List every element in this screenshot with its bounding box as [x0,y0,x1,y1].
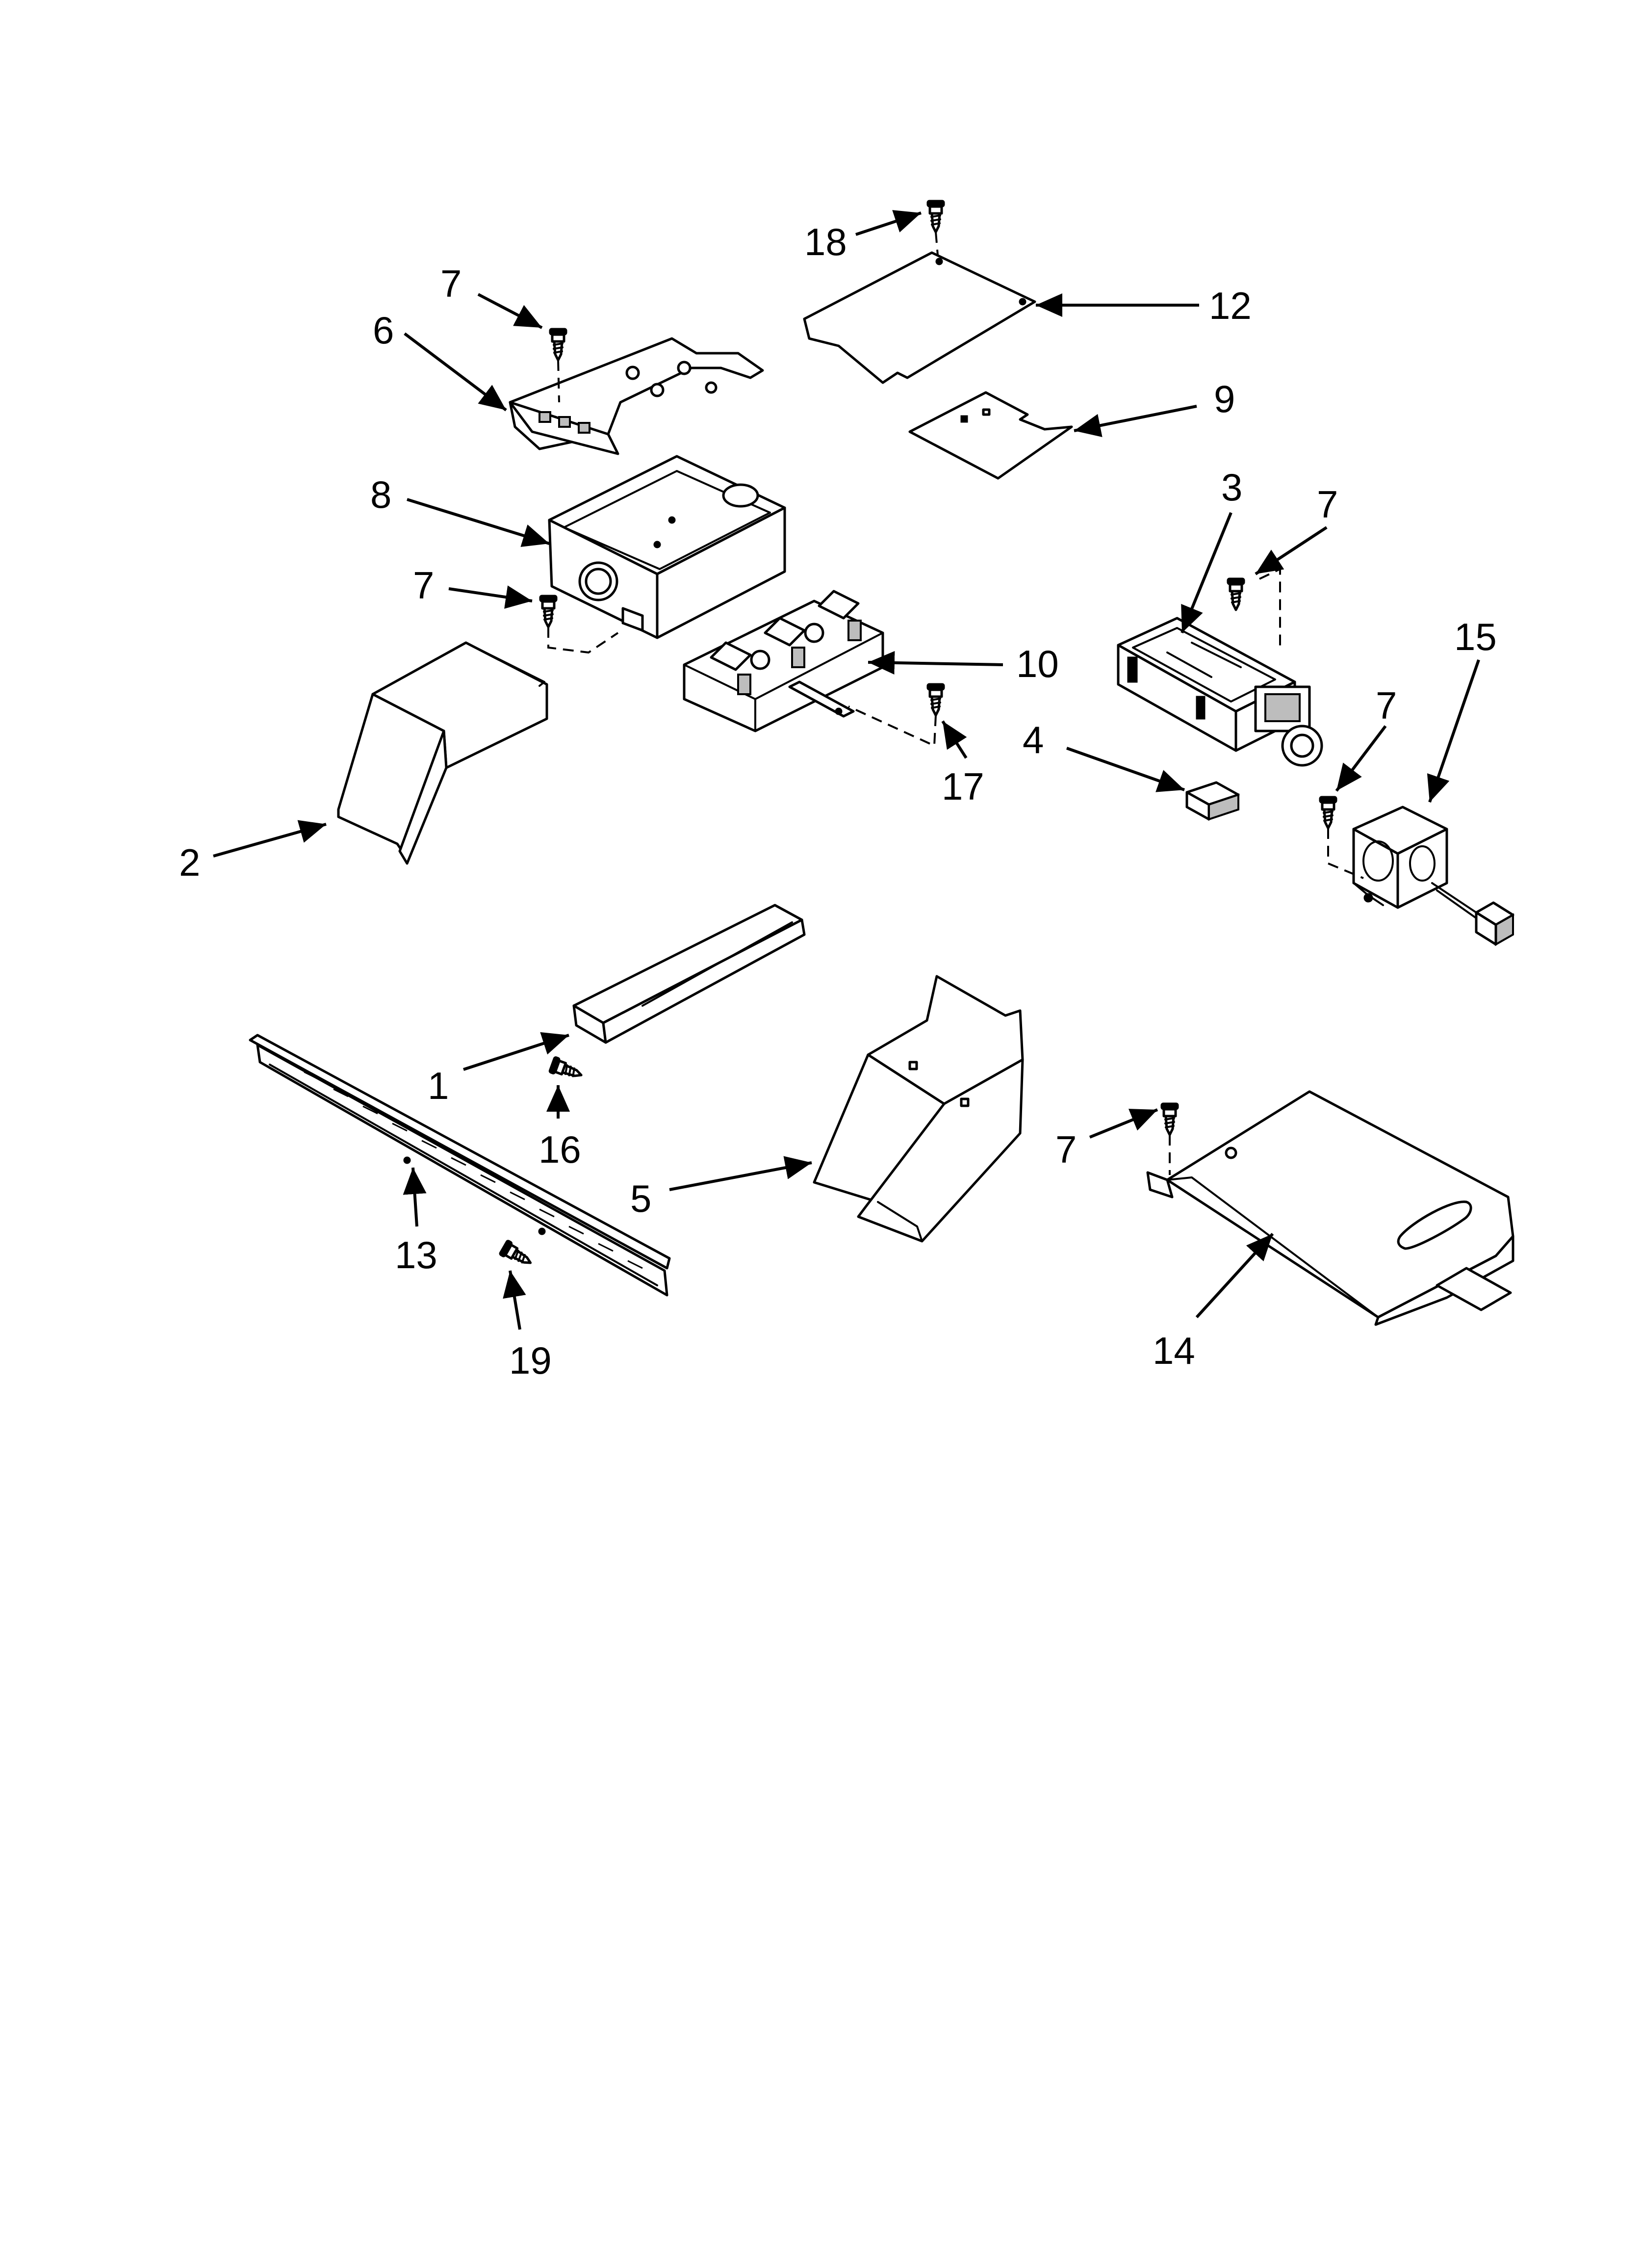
part-10-terminal-block [683,590,884,732]
callout-15: 15 [1454,615,1497,658]
callout-9: 9 [1214,377,1235,420]
callout-7-top: 7 [440,262,462,305]
callout-4: 4 [1023,718,1044,761]
part-1-channel [572,904,806,1044]
leader-7-top [477,293,543,329]
callout-2: 2 [179,841,200,884]
screw-19 [499,1240,535,1270]
leader-10 [868,651,1003,675]
screw-7-part3 [1228,567,1281,648]
callout-10: 10 [1016,642,1059,685]
part-3-control-assembly [1117,617,1323,767]
part-13-rail [249,1034,671,1297]
leader-9 [1074,405,1197,437]
leader-17 [941,720,968,759]
part-6-bracket [509,337,764,455]
callout-17: 17 [942,765,984,808]
leader-15 [1427,659,1480,803]
leader-19 [503,1270,526,1330]
callout-8: 8 [370,473,391,516]
callout-14: 14 [1153,1329,1195,1372]
callout-1: 1 [428,1064,449,1107]
leader-7-transformer [1335,725,1387,792]
callout-7-transformer: 7 [1376,684,1397,727]
screw-7-shield [1161,1103,1178,1175]
leader-7-box [448,585,533,609]
part-14-shield [1146,1090,1514,1326]
part-12-cover-plate [803,251,1036,384]
screw-16 [549,1057,584,1083]
leader-14 [1195,1232,1274,1319]
screw-7-top [550,329,566,403]
callout-19: 19 [509,1339,552,1382]
leader-2 [213,820,327,858]
leader-7-part3 [1255,526,1328,575]
callout-16: 16 [539,1128,581,1171]
callout-7-shield: 7 [1055,1128,1077,1171]
screw-17 [848,684,944,748]
leader-18 [855,210,922,236]
part-4-connector [1185,781,1240,821]
callout-3: 3 [1221,466,1242,509]
callout-7-box: 7 [413,564,434,607]
screw-7-box [540,596,619,654]
leader-8 [407,498,550,547]
callout-13: 13 [395,1233,437,1277]
callout-6: 6 [373,309,394,352]
leader-4 [1066,747,1185,792]
callout-7-part3: 7 [1317,483,1338,526]
leader-3 [1180,512,1232,634]
leader-7-shield [1089,1108,1158,1139]
part-5-duct-bracket [813,975,1024,1243]
part-9-insulation-pad [908,391,1073,480]
callout-12: 12 [1209,284,1252,327]
leader-13 [403,1167,427,1227]
part-8-junction-box [548,455,786,639]
leader-1 [463,1032,569,1071]
part-15-transformer [1352,806,1514,946]
leader-6 [404,332,507,412]
leader-5 [669,1156,812,1191]
callout-5: 5 [630,1177,651,1220]
callout-18: 18 [804,220,847,263]
screw-18 [927,201,944,256]
part-2-cover [337,641,548,865]
callout-labels: 18 12 9 7 6 8 7 10 17 2 3 7 4 15 7 1 16 … [179,220,1497,1382]
leader-lines [213,210,1480,1330]
screw-7-transformer [1320,797,1364,879]
